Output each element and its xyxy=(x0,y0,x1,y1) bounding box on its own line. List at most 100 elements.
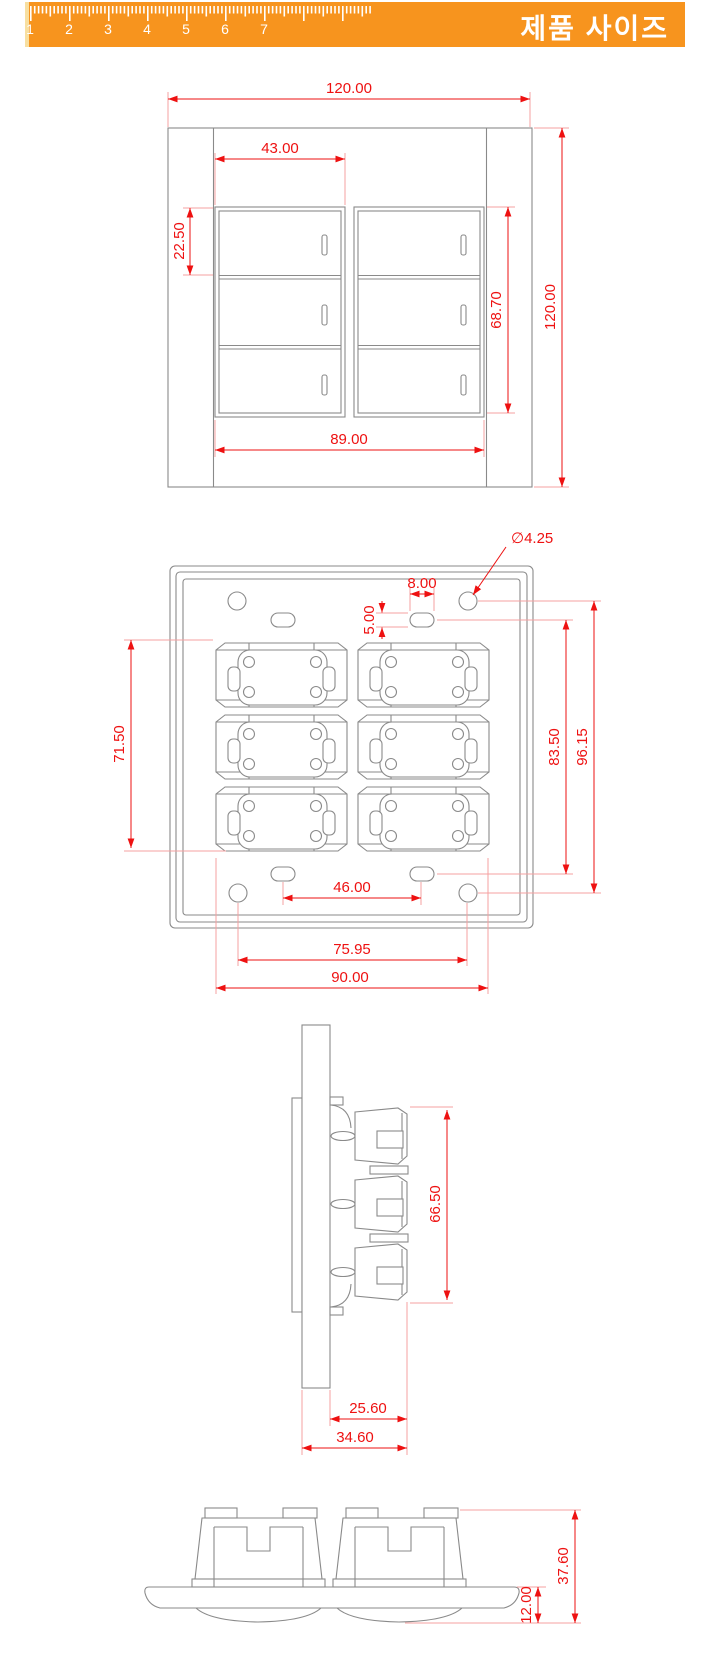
switch-module-back xyxy=(215,786,348,852)
mounting-frame-profile xyxy=(291,1097,303,1313)
dim-label: 46.00 xyxy=(333,879,371,896)
dim-hole-vertical-span: 96.15 xyxy=(478,600,601,894)
ruler-number: 5 xyxy=(182,21,190,37)
switch-module-side xyxy=(354,1243,408,1301)
ruler-number: 2 xyxy=(65,21,73,37)
header-bar: 1 2 3 4 5 6 7 제품 사이즈 xyxy=(25,2,685,47)
back-plate-inner-line xyxy=(182,578,521,916)
switch-module-side xyxy=(354,1175,408,1233)
dim-label: 43.00 xyxy=(261,140,299,157)
dim-label: 5.00 xyxy=(361,605,378,634)
switch-plate-outline xyxy=(167,127,533,488)
rocker-column-right xyxy=(353,206,485,418)
plate-profile xyxy=(301,1024,331,1389)
dim-module-area-width: 90.00 xyxy=(215,858,489,994)
dim-label: 75.95 xyxy=(333,941,371,958)
ruler-number: 4 xyxy=(143,21,151,37)
switch-module-back xyxy=(357,642,490,708)
dim-module-area-height: 71.50 xyxy=(111,639,226,852)
dim-hole-diameter: ∅4.25 xyxy=(472,530,553,596)
switch-module-back xyxy=(357,786,490,852)
ruler-ticks xyxy=(29,6,371,26)
dim-label: 83.50 xyxy=(546,728,563,766)
button-indicator-slot xyxy=(460,234,467,256)
ruler-number: 7 xyxy=(260,21,268,37)
plate-edge-profile xyxy=(144,1586,520,1609)
mounting-hole xyxy=(228,883,248,903)
dim-slot-height: 5.00 xyxy=(361,601,408,639)
mounting-hole xyxy=(458,883,478,903)
dim-buttons-total-width: 89.00 xyxy=(214,420,485,457)
rocker-column-left xyxy=(214,206,346,418)
switch-module-side xyxy=(354,1107,408,1165)
dim-label: 68.70 xyxy=(488,291,505,329)
mounting-hole xyxy=(227,591,247,611)
back-view-drawing: ∅4.25 8.00 5.00 71.50 83.50 xyxy=(111,530,601,994)
front-view-drawing: 120.00 43.00 22.50 68.70 89.00 xyxy=(167,80,569,488)
dim-label: 96.15 xyxy=(574,728,591,766)
page-title: 제품 사이즈 xyxy=(520,13,669,44)
ruler-number: 3 xyxy=(104,21,112,37)
button-indicator-slot xyxy=(321,374,328,396)
mounting-slot xyxy=(270,866,296,882)
switch-module-back xyxy=(215,642,348,708)
button-indicator-slot xyxy=(460,374,467,396)
dim-module-height: 66.50 xyxy=(410,1106,453,1304)
dim-label: 37.60 xyxy=(555,1547,572,1585)
bracket-curve xyxy=(330,1104,352,1129)
dim-hole-horizontal-span: 75.95 xyxy=(237,903,468,966)
frame-hook xyxy=(329,1306,344,1316)
module-connector xyxy=(369,1233,409,1243)
dim-label: 12.00 xyxy=(518,1586,535,1624)
button-curve xyxy=(195,1607,322,1623)
dim-slot-horizontal-span: 46.00 xyxy=(282,879,422,905)
dim-label: ∅4.25 xyxy=(511,530,553,547)
dim-label: 22.50 xyxy=(171,222,188,260)
switch-module-back xyxy=(215,714,348,780)
dim-label: 120.00 xyxy=(326,80,372,97)
dim-label: 66.50 xyxy=(427,1185,444,1223)
dim-module-depth: 25.60 xyxy=(329,1302,408,1455)
bottom-view-drawing: 37.60 12.00 xyxy=(144,1507,581,1624)
back-plate-outline xyxy=(169,565,534,929)
button-indicator-slot xyxy=(321,304,328,326)
dim-label: 8.00 xyxy=(407,575,436,592)
dim-button-area-height: 68.70 xyxy=(487,206,515,414)
mounting-hole xyxy=(458,591,478,611)
ruler-number: 6 xyxy=(221,21,229,37)
ruler-tick-strip xyxy=(29,6,371,26)
switch-module-bottom xyxy=(191,1507,326,1588)
screw-tip xyxy=(330,1266,356,1278)
frame-hook xyxy=(329,1096,344,1106)
bracket-curve xyxy=(330,1283,352,1308)
back-plate-inner-line xyxy=(175,571,528,923)
dim-slot-width: 8.00 xyxy=(407,575,437,611)
dim-total-depth-bottom: 37.60 xyxy=(405,1509,581,1624)
dim-label: 34.60 xyxy=(336,1429,374,1446)
dim-label: 90.00 xyxy=(331,969,369,986)
button-curve xyxy=(336,1607,463,1623)
dim-label: 25.60 xyxy=(349,1400,387,1417)
side-view-drawing: 66.50 25.60 34.60 xyxy=(291,1024,453,1455)
dim-plate-height-right: 120.00 xyxy=(534,127,569,488)
button-indicator-slot xyxy=(460,304,467,326)
ruler-number: 1 xyxy=(26,21,34,37)
mounting-slot xyxy=(270,612,296,628)
dim-button-height: 22.50 xyxy=(171,207,213,276)
button-indicator-slot xyxy=(321,234,328,256)
dim-slot-vertical-span: 83.50 xyxy=(437,619,573,875)
screw-tip xyxy=(330,1130,356,1142)
dim-total-depth: 34.60 xyxy=(301,1390,407,1455)
dim-plate-width-top: 120.00 xyxy=(167,80,531,127)
dim-label: 71.50 xyxy=(111,725,128,763)
mounting-slot xyxy=(409,612,435,628)
dim-label: 120.00 xyxy=(542,284,559,330)
module-connector xyxy=(369,1165,409,1175)
screw-tip xyxy=(330,1198,356,1210)
dim-plate-depth: 12.00 xyxy=(517,1586,546,1624)
mounting-slot xyxy=(409,866,435,882)
dim-button-width: 43.00 xyxy=(214,140,346,205)
switch-module-back xyxy=(357,714,490,780)
switch-module-bottom xyxy=(332,1507,467,1588)
